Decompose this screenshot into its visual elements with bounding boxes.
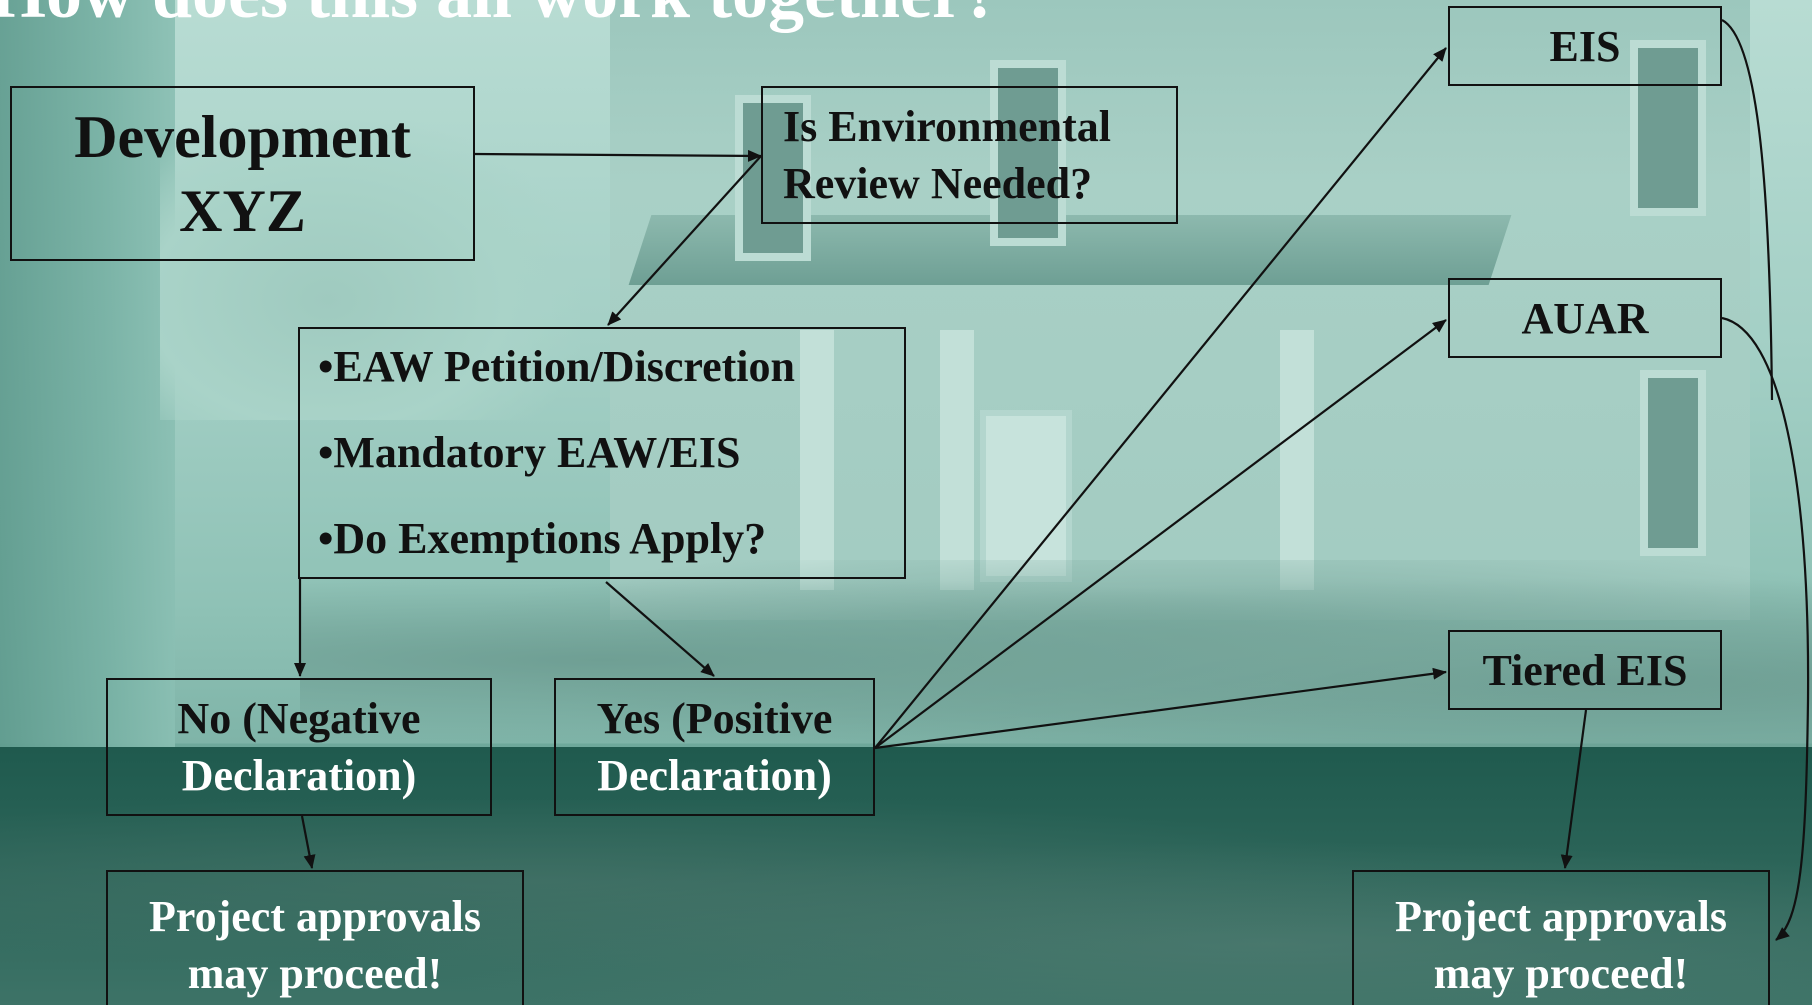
tiered-eis-label: Tiered EIS — [1482, 645, 1688, 695]
review-line-1: Is Environmental — [783, 102, 1112, 151]
screening-item-exemptions: •Do Exemptions Apply? — [318, 514, 767, 563]
screening-item-petition: •EAW Petition/Discretion — [318, 342, 795, 391]
eis-label: EIS — [1549, 21, 1621, 71]
shrubs — [300, 560, 1812, 760]
negative-declaration-box: No (Negative Declaration) — [106, 678, 492, 816]
house-window — [735, 95, 811, 261]
lawn-texture — [0, 800, 1812, 1005]
slide-title: How does this all work together? — [0, 0, 1000, 35]
approvals-left-line-1: Project approvals — [149, 892, 481, 941]
arrow-positive-to-eis — [874, 47, 1447, 749]
house-window — [1640, 370, 1706, 556]
negative-line-1: No (Negative — [177, 694, 421, 743]
arrow-negative-to-approvals — [300, 815, 316, 869]
screening-box: •EAW Petition/Discretion •Mandatory EAW/… — [298, 327, 906, 579]
approvals-right-box: Project approvals may proceed! — [1352, 870, 1770, 1005]
screening-item-mandatory: •Mandatory EAW/EIS — [318, 428, 741, 477]
porch-column — [940, 330, 974, 590]
development-name: XYZ — [179, 177, 306, 244]
approvals-right-line-1: Project approvals — [1395, 892, 1727, 941]
tree-foliage — [160, 120, 580, 420]
arrow-auar-to-approvals — [1721, 316, 1810, 941]
positive-line-2: Declaration) — [597, 751, 832, 800]
house-window — [990, 60, 1066, 246]
approvals-left-line-2: may proceed! — [187, 949, 443, 998]
eis-box: EIS — [1448, 6, 1722, 86]
tiered-eis-box: Tiered EIS — [1448, 630, 1722, 710]
arrow-positive-to-auar — [874, 319, 1447, 749]
arrow-positive-to-tiered — [874, 667, 1447, 750]
positive-declaration-box: Yes (Positive Declaration) — [554, 678, 875, 816]
review-line-2: Review Needed? — [783, 159, 1093, 208]
negative-line-2: Declaration) — [181, 751, 417, 800]
arrow-dev-to-review — [474, 149, 762, 162]
positive-line-1: Yes (Positive — [596, 694, 833, 743]
review-needed-box: Is Environmental Review Needed? — [761, 86, 1178, 224]
arrow-tiered-to-approvals — [1560, 709, 1588, 869]
auar-box: AUAR — [1448, 278, 1722, 358]
porch-column — [1280, 330, 1314, 590]
house-window — [1630, 40, 1706, 216]
development-box: Development XYZ — [10, 86, 475, 261]
connector-eis-curve — [1721, 19, 1774, 401]
development-label: Development — [74, 103, 411, 170]
approvals-right-line-2: may proceed! — [1433, 949, 1689, 998]
porch-column — [800, 330, 834, 590]
arrow-review-to-screening — [607, 155, 762, 326]
arrow-screening-to-positive — [605, 581, 715, 677]
auar-label: AUAR — [1521, 293, 1649, 343]
approvals-left-box: Project approvals may proceed! — [106, 870, 524, 1005]
